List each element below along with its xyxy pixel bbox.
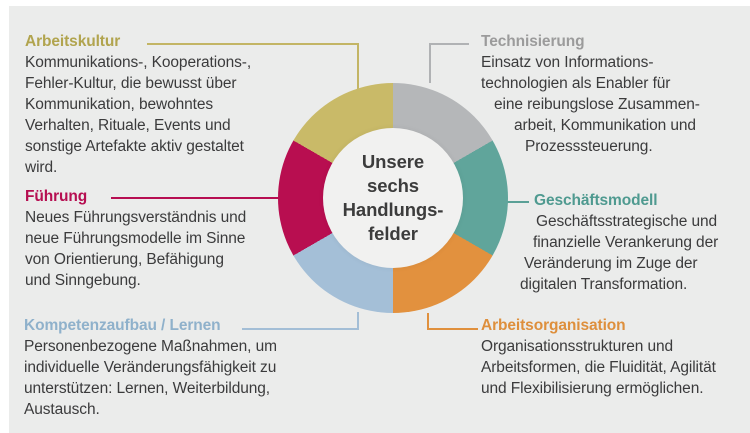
text-line: Prozesssteuerung. [525, 138, 653, 155]
text-line: von Orientierung, Befähigung [25, 251, 224, 268]
section-title-arbeitsorganisation: Arbeitsorganisation [481, 317, 626, 334]
text-line: neue Führungsmodelle im Sinne [25, 230, 246, 247]
section-technisierung: Technisierung Einsatz von Informations-t… [481, 33, 700, 157]
text-line: unterstützen: Lernen, Weiterbildung, [24, 380, 270, 397]
text-line: und Sinngebung. [25, 272, 141, 289]
section-arbeitskultur: Arbeitskultur Kommunikations-, Kooperati… [25, 33, 251, 178]
connector-technisierung-line [429, 43, 469, 83]
section-title-technisierung: Technisierung [481, 33, 585, 50]
text-line: sechs [367, 175, 419, 196]
section-title-arbeitskultur: Arbeitskultur [25, 33, 121, 50]
text-line: arbeit, Kommunikation und [514, 117, 696, 134]
text-line: Verhalten, Rituale, Events und [25, 117, 231, 134]
text-line: Kommunikation, bewohntes [25, 96, 214, 113]
connector-geschaeftsmodell-line [507, 201, 529, 203]
text-line: Arbeitsformen, die Fluidität, Agilität [481, 359, 716, 376]
connector-kompetenzaufbau-line [242, 312, 359, 330]
section-kompetenzaufbau-lernen: Kompetenzaufbau / Lernen Personenbezogen… [24, 317, 277, 420]
text-line: sonstige Artefakte aktiv gestaltet [25, 138, 244, 155]
text-line: felder [368, 223, 418, 244]
section-body-fuehrung: Neues Führungsverständnis und neue Führun… [25, 207, 246, 291]
text-line: Kommunikations-, Kooperations-, [25, 54, 252, 71]
text-line: wird. [25, 159, 58, 176]
text-line: finanzielle Verankerung der [533, 234, 719, 251]
section-arbeitsorganisation: Arbeitsorganisation Organisationsstruktu… [481, 317, 716, 399]
text-line: Organisationsstrukturen und [481, 338, 674, 355]
text-line: Personenbezogene Maßnahmen, um [24, 338, 277, 355]
text-line: Neues Führungsverständnis und [25, 209, 247, 226]
section-body-arbeitskultur: Kommunikations-, Kooperations-, Fehler-Ku… [25, 52, 251, 178]
text-line: Handlungs- [342, 199, 444, 220]
section-title-geschaeftsmodell: Geschäftsmodell [534, 192, 658, 209]
section-body-geschaeftsmodell: Geschäftsstrategische und finanzielle Ver… [520, 211, 718, 295]
section-body-kompetenzaufbau-lernen: Personenbezogene Maßnahmen, um individuel… [24, 336, 277, 420]
text-line: Geschäftsstrategische und [536, 213, 718, 230]
text-line: eine reibungslose Zusammen- [494, 96, 700, 113]
section-fuehrung: Führung Neues Führungsverständnis und neu… [25, 188, 246, 291]
connector-fuehrung-line [111, 197, 279, 199]
section-title-fuehrung: Führung [25, 188, 88, 205]
text-line: Einsatz von Informations- [481, 54, 654, 71]
section-geschaeftsmodell: Geschäftsmodell Geschäftsstrategische un… [520, 192, 718, 295]
text-line: Veränderung im Zuge der [524, 255, 698, 272]
text-line: technologien als Enabler für [481, 75, 671, 92]
text-line: individuelle Veränderungsfähigkeit zu [24, 359, 277, 376]
connector-arbeitskultur-line [147, 43, 359, 89]
text-line: Austausch. [24, 401, 100, 418]
text-line: Unsere [361, 151, 425, 172]
text-line: digitalen Transformation. [520, 276, 688, 293]
text-line: und Flexibilisierung ermöglichen. [481, 380, 704, 397]
connector-arbeitsorganisation-line [427, 313, 478, 330]
text-line: Fehler-Kultur, die bewusst über [25, 75, 237, 92]
section-body-technisierung: Einsatz von Informations-technologien al… [481, 52, 700, 157]
section-title-kompetenzaufbau-lernen: Kompetenzaufbau / Lernen [24, 317, 221, 334]
infographic-panel: Arbeitskultur Kommunikations-, Kooperati… [9, 6, 750, 433]
